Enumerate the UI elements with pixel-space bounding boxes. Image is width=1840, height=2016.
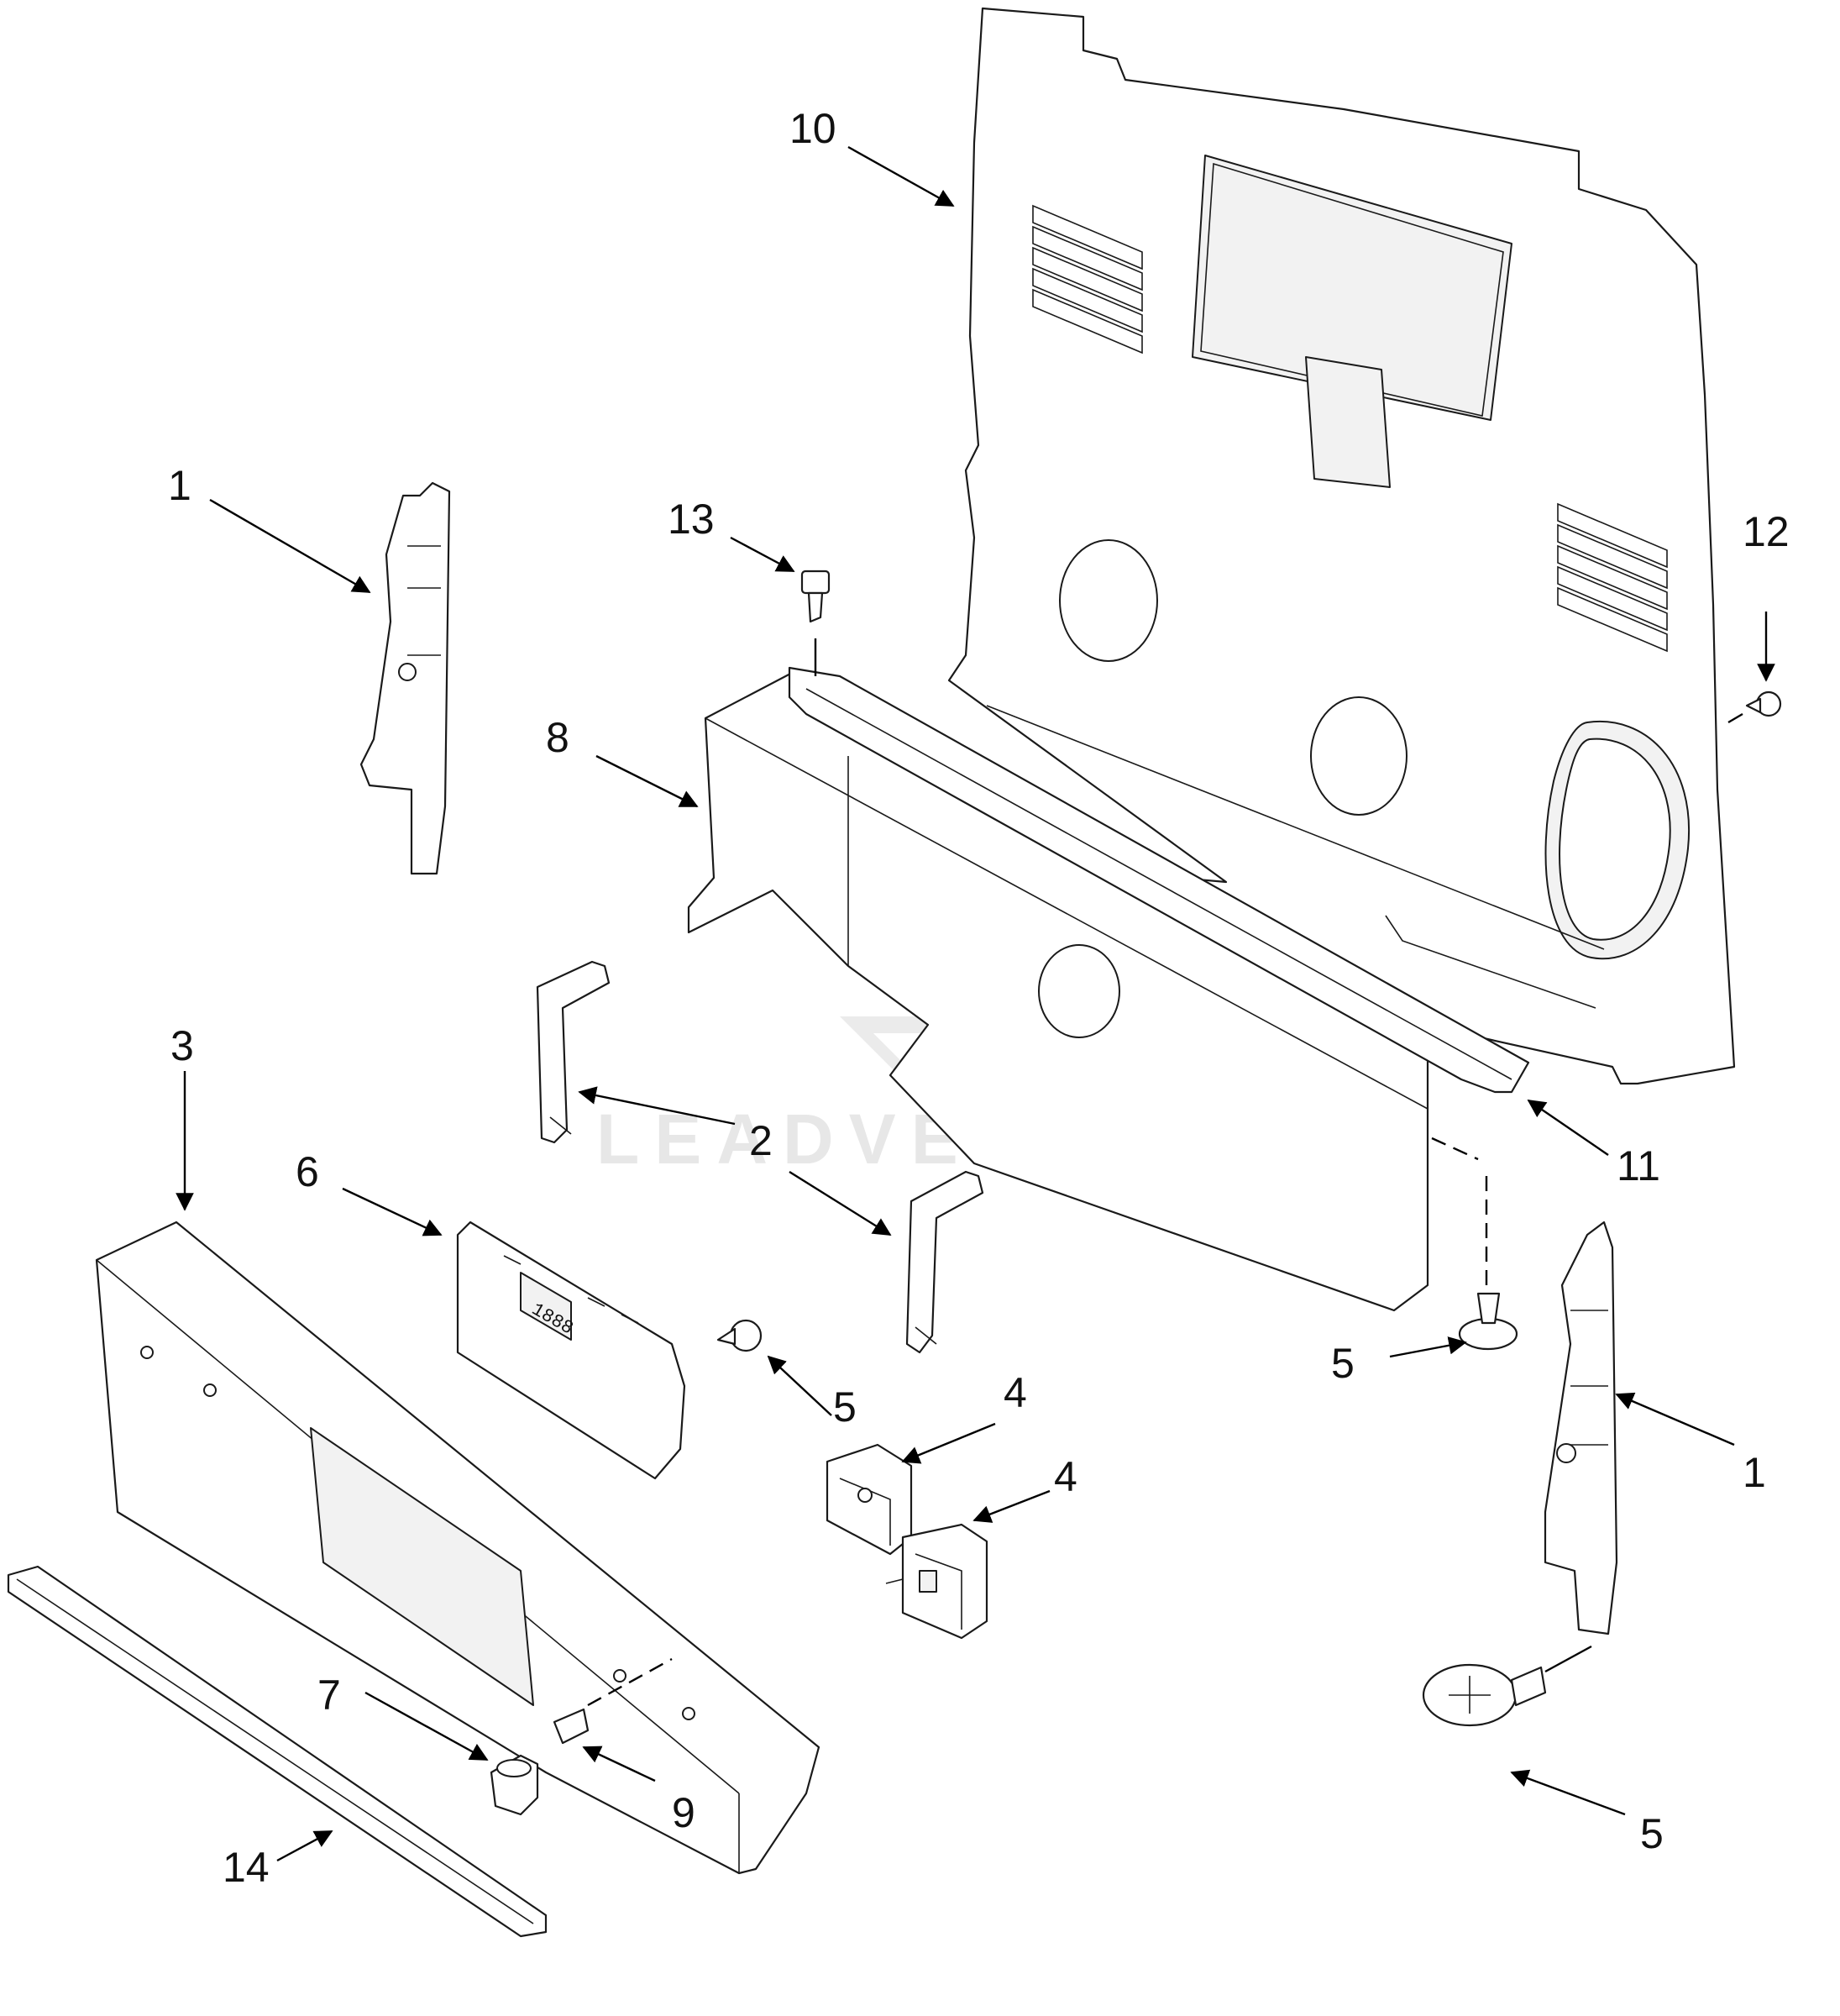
- rail-part: [788, 666, 1530, 1094]
- screw-part-9: [553, 1657, 673, 1745]
- mounting-bracket-part-b: [905, 1170, 984, 1354]
- callout-11: 11: [1617, 1142, 1660, 1189]
- callout-10: 10: [789, 105, 836, 152]
- vent-slots-left: [1032, 204, 1143, 354]
- back-panel-part: [939, 7, 1736, 1085]
- control-panel-part: [95, 1221, 820, 1875]
- callout-5-left: 5: [833, 1383, 857, 1431]
- callout-6: 6: [296, 1148, 319, 1195]
- callout-labels: 10 1 13 12 8 3 6 2 11 5 5 4 4 1 7 9 14 5: [168, 105, 1790, 1891]
- side-bracket-left-part: [359, 481, 451, 875]
- callout-1-top: 1: [168, 462, 191, 509]
- mounting-bracket-part-a: [536, 960, 611, 1144]
- callout-4-bottom: 4: [1054, 1453, 1077, 1500]
- callout-13: 13: [668, 496, 715, 543]
- lower-panel-part: [687, 670, 1429, 1312]
- vent-slots-right: [1557, 502, 1668, 653]
- screw-part-5-bottom: [1422, 1645, 1592, 1727]
- callout-12: 12: [1743, 508, 1790, 555]
- callout-5-bottom: 5: [1640, 1810, 1664, 1857]
- callout-4-top: 4: [1004, 1369, 1027, 1416]
- leader-arrows: [176, 145, 1775, 1862]
- knob-part: [490, 1754, 539, 1816]
- callout-2: 2: [749, 1117, 773, 1164]
- clock-control-board-part: 1888: [456, 1221, 686, 1480]
- screw-part-12: [1727, 690, 1782, 724]
- screw-part-13: [800, 570, 831, 676]
- screw-part-5-mid: [1431, 1137, 1518, 1351]
- callout-5-mid: 5: [1331, 1340, 1355, 1387]
- switch-part-b: [885, 1523, 988, 1640]
- callout-9: 9: [672, 1789, 695, 1836]
- callout-3: 3: [170, 1022, 194, 1069]
- switch-part-a: [826, 1443, 913, 1556]
- callout-7: 7: [317, 1672, 341, 1719]
- trim-strip-part: [7, 1565, 548, 1938]
- screw-part-5-board: [716, 1319, 763, 1352]
- callout-8: 8: [546, 714, 569, 761]
- side-bracket-right-part: [1544, 1221, 1618, 1635]
- callout-14: 14: [223, 1844, 270, 1891]
- callout-1-right: 1: [1743, 1449, 1766, 1496]
